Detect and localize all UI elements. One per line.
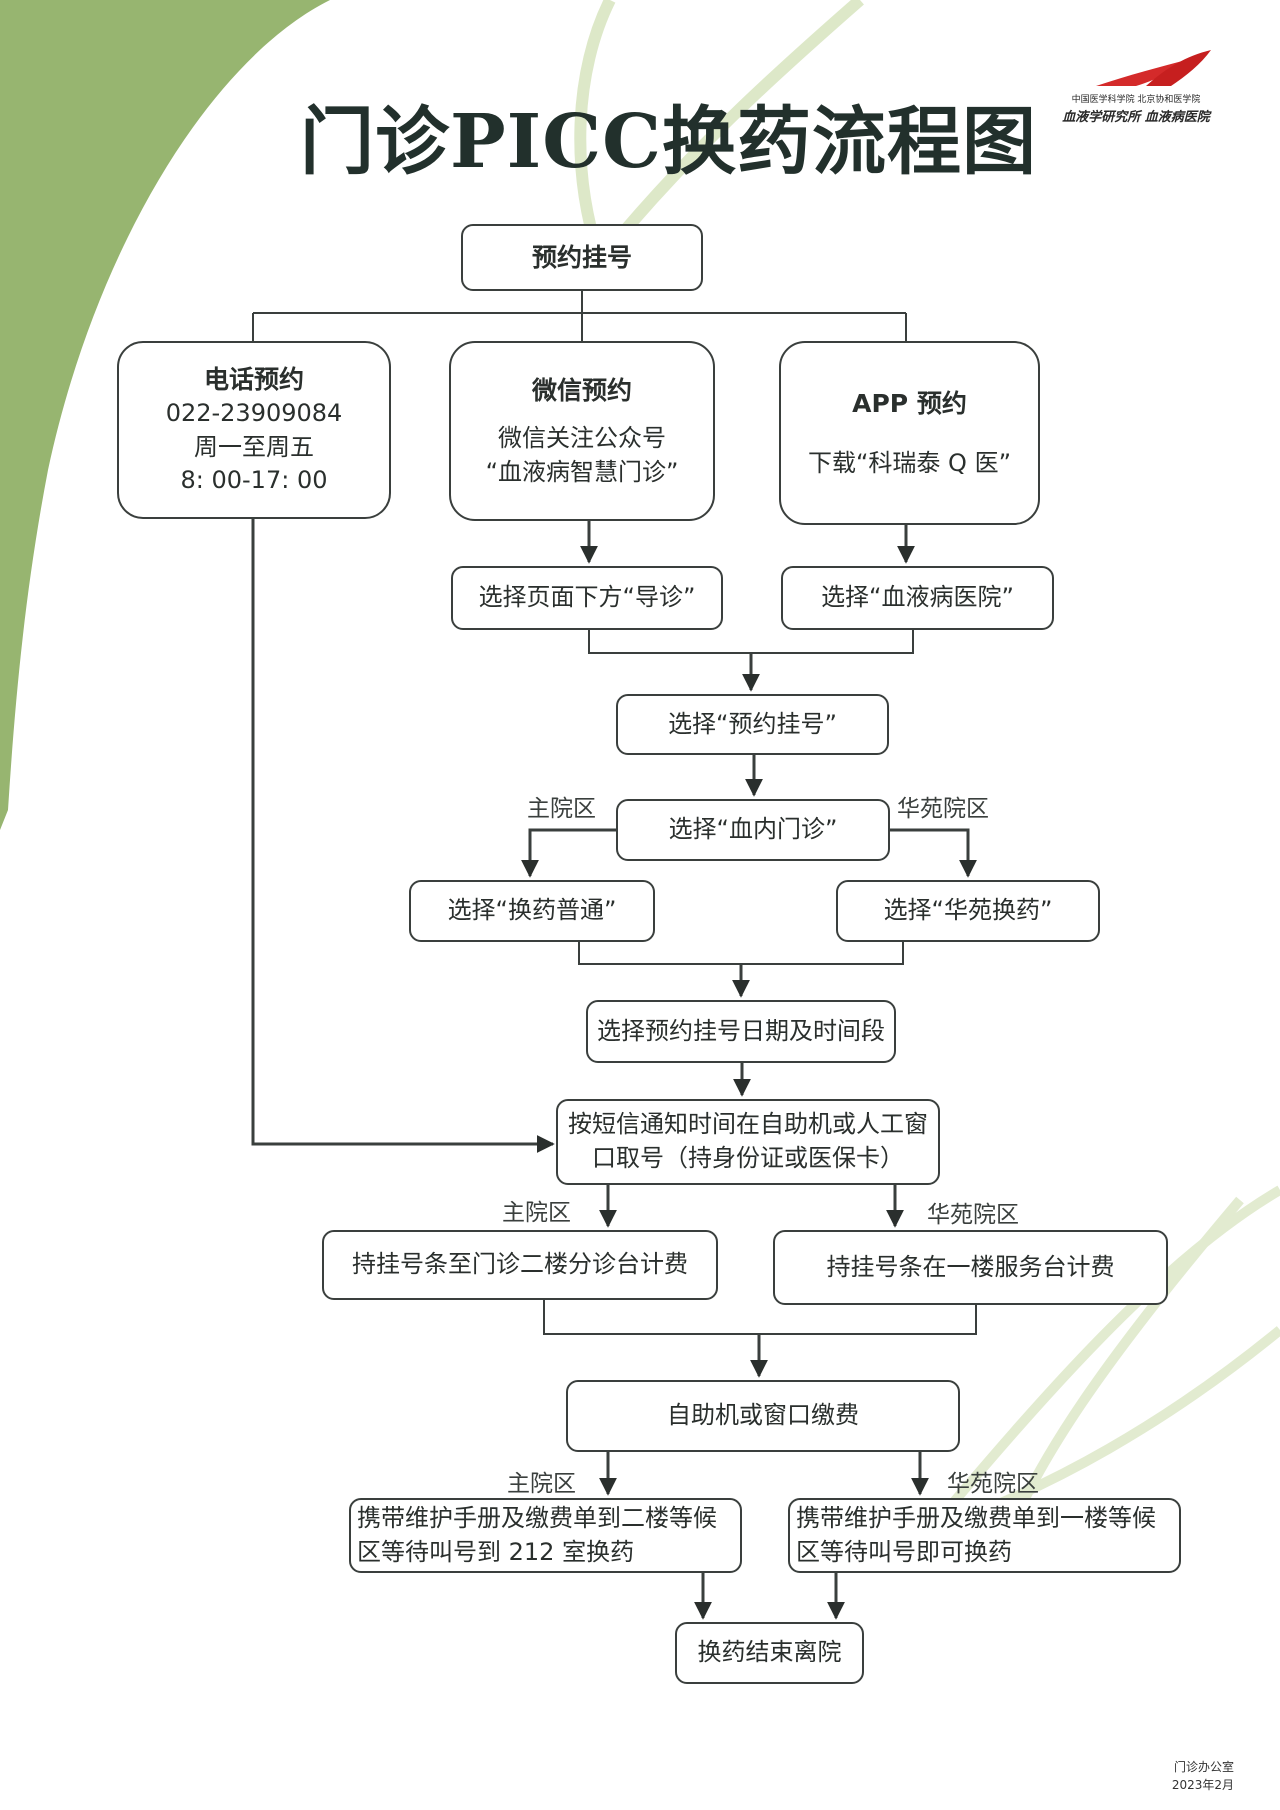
app-line1: 下载“科瑞泰 Q 医” <box>807 448 1011 477</box>
charge-huayuan-label: 持挂号条在一楼服务台计费 <box>826 1252 1115 1281</box>
step-get-number: 按短信通知时间在自助机或人工窗 口取号（持身份证或医保卡） <box>556 1099 940 1185</box>
label-huayuan-campus-3: 华苑院区 <box>947 1471 1039 1497</box>
step-select-huayuan-label: 选择“华苑换药” <box>883 896 1053 925</box>
label-huayuan-campus-1: 华苑院区 <box>897 796 989 822</box>
wait-huayuan-line2: 区等待叫号即可换药 <box>796 1537 1012 1566</box>
step-app-booking: APP 预约 下载“科瑞泰 Q 医” <box>779 341 1040 525</box>
step-register: 预约挂号 <box>461 224 703 291</box>
wait-main-line2: 区等待叫号到 212 室换药 <box>357 1537 635 1566</box>
page-title: 门诊PICC换药流程图 <box>300 99 1038 185</box>
hospital-logo: 中国医学科学院 北京协和医学院 血液学研究所 血液病医院 <box>1036 46 1236 126</box>
phone-title: 电话预约 <box>203 365 304 395</box>
step-select-normal-label: 选择“换药普通” <box>447 896 617 925</box>
logo-text-cn: 血液学研究所 血液病医院 <box>1062 110 1210 125</box>
label-main-campus-2: 主院区 <box>502 1200 571 1226</box>
step-guide: 选择页面下方“导诊” <box>451 566 723 630</box>
step-select-clinic: 选择“血内门诊” <box>616 799 890 861</box>
logo-swoosh-icon <box>1096 50 1211 86</box>
step-select-date: 选择预约挂号日期及时间段 <box>586 1000 896 1063</box>
get-number-line2: 口取号（持身份证或医保卡） <box>592 1144 904 1172</box>
step-wait-huayuan: 携带维护手册及缴费单到一楼等候 区等待叫号即可换药 <box>788 1498 1181 1573</box>
step-charge-huayuan: 持挂号条在一楼服务台计费 <box>773 1230 1168 1305</box>
phone-days: 周一至周五 <box>194 432 314 461</box>
step-pay: 自助机或窗口缴费 <box>566 1380 960 1452</box>
step-select-register-label: 选择“预约挂号” <box>668 709 837 738</box>
wait-huayuan-line1: 携带维护手册及缴费单到一楼等候 <box>796 1503 1156 1532</box>
step-select-normal: 选择“换药普通” <box>409 880 655 942</box>
label-main-campus-1: 主院区 <box>527 796 596 822</box>
charge-main-label: 持挂号条至门诊二楼分诊台计费 <box>352 1250 688 1279</box>
step-select-register: 选择“预约挂号” <box>616 694 889 755</box>
get-number-line1: 按短信通知时间在自助机或人工窗 <box>568 1110 928 1139</box>
step-guide-label: 选择页面下方“导诊” <box>478 583 696 612</box>
step-wait-main: 携带维护手册及缴费单到二楼等候 区等待叫号到 212 室换药 <box>349 1498 742 1573</box>
finish-label: 换药结束离院 <box>697 1638 842 1667</box>
phone-hours: 8: 00-17: 00 <box>180 466 328 495</box>
step-select-huayuan: 选择“华苑换药” <box>836 880 1100 942</box>
footer-date: 2023年2月 <box>1171 1778 1234 1792</box>
label-main-campus-3: 主院区 <box>507 1471 576 1497</box>
step-select-date-label: 选择预约挂号日期及时间段 <box>597 1016 885 1045</box>
step-select-clinic-label: 选择“血内门诊” <box>668 815 838 844</box>
wechat-line2: “血液病智慧门诊” <box>485 457 679 486</box>
app-title: APP 预约 <box>852 388 967 418</box>
step-hospital-label: 选择“血液病医院” <box>821 583 1014 612</box>
step-hospital: 选择“血液病医院” <box>781 566 1054 630</box>
green-leaf-shape <box>0 0 330 830</box>
phone-number: 022-23909084 <box>165 399 343 428</box>
footer-office: 门诊办公室 <box>1173 1760 1234 1774</box>
step-wechat-booking: 微信预约 微信关注公众号 “血液病智慧门诊” <box>449 341 715 521</box>
pay-label: 自助机或窗口缴费 <box>667 1401 859 1430</box>
step-charge-main: 持挂号条至门诊二楼分诊台计费 <box>322 1230 718 1300</box>
logo-text-en: 中国医学科学院 北京协和医学院 <box>1071 95 1201 105</box>
step-phone-booking: 电话预约 022-23909084 周一至周五 8: 00-17: 00 <box>117 341 391 519</box>
wechat-line1: 微信关注公众号 <box>498 423 666 452</box>
label-huayuan-campus-2: 华苑院区 <box>927 1202 1019 1228</box>
step-register-label: 预约挂号 <box>531 243 632 272</box>
wechat-title: 微信预约 <box>531 375 632 405</box>
wait-main-line1: 携带维护手册及缴费单到二楼等候 <box>357 1503 717 1532</box>
step-finish: 换药结束离院 <box>675 1622 864 1684</box>
